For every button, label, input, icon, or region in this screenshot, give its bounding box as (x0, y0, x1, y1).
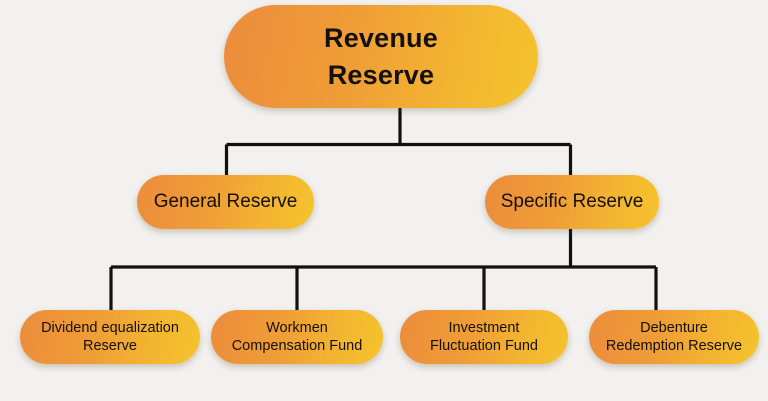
node-general-reserve-label: General Reserve (153, 191, 298, 213)
node-dividend-equalization-reserve-label: Dividend equalization Reserve (41, 319, 179, 354)
node-specific-reserve[interactable]: Specific Reserve (485, 175, 659, 229)
node-revenue-reserve-label: Revenue Reserve (324, 23, 438, 90)
node-debenture-redemption-reserve-label: Debenture Redemption Reserve (605, 319, 743, 354)
node-investment-fluctuation-fund-label: Investment Fluctuation Fund (429, 319, 538, 354)
node-specific-reserve-label: Specific Reserve (500, 191, 644, 213)
node-workmen-compensation-fund-label: Workmen Compensation Fund (231, 319, 363, 354)
node-dividend-equalization-reserve[interactable]: Dividend equalization Reserve (20, 310, 200, 364)
node-debenture-redemption-reserve[interactable]: Debenture Redemption Reserve (589, 310, 759, 364)
node-workmen-compensation-fund[interactable]: Workmen Compensation Fund (211, 310, 383, 364)
node-investment-fluctuation-fund[interactable]: Investment Fluctuation Fund (400, 310, 568, 364)
node-revenue-reserve[interactable]: Revenue Reserve (224, 5, 538, 108)
node-general-reserve[interactable]: General Reserve (137, 175, 314, 229)
